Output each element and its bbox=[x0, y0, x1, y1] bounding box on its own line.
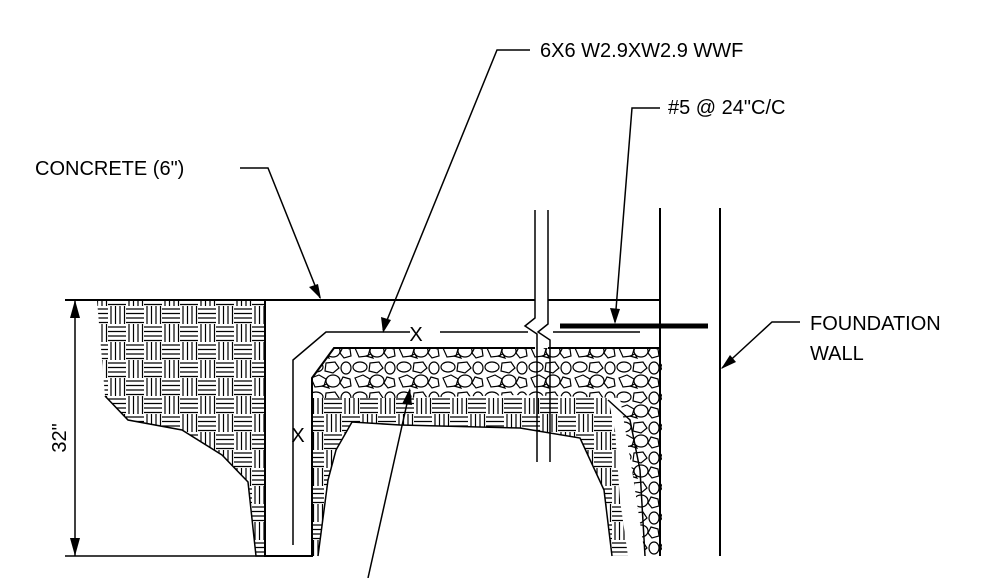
left-soil-hatch bbox=[97, 300, 265, 556]
gravel-bed bbox=[312, 348, 662, 556]
concrete-leader-arrow bbox=[309, 284, 321, 299]
dim-arrow-top bbox=[70, 300, 80, 318]
concrete-leader bbox=[240, 167, 321, 299]
under-soil-cut-line bbox=[317, 421, 613, 557]
break-line-left bbox=[523, 210, 538, 462]
foundation-wall-label-line1: FOUNDATION bbox=[810, 313, 941, 335]
slab-thickened-edge bbox=[264, 300, 535, 557]
wwf-mesh-line bbox=[292, 331, 410, 545]
rebar-label: #5 @ 24"C/C bbox=[668, 97, 785, 119]
rebar-leader-arrow bbox=[610, 308, 620, 324]
under-soil-hatch bbox=[312, 398, 628, 556]
break-line-right bbox=[536, 210, 551, 462]
wwf-label: 6X6 W2.9XW2.9 WWF bbox=[540, 40, 743, 62]
foundation-wall-label-line2: WALL bbox=[810, 343, 864, 365]
gravel-leader bbox=[367, 389, 411, 578]
mesh-x-mark-top: X bbox=[409, 324, 422, 346]
gravel-edge-right bbox=[607, 399, 646, 557]
foundation-leader bbox=[721, 321, 800, 369]
gravel-leader-arrow bbox=[402, 388, 412, 405]
wwf-leader-arrow bbox=[381, 317, 391, 333]
dim-arrow-bottom bbox=[70, 538, 80, 556]
mesh-x-mark-side: X bbox=[291, 425, 304, 447]
concrete-label: CONCRETE (6") bbox=[35, 158, 184, 180]
rebar-leader bbox=[614, 107, 660, 323]
foundation-leader-arrow bbox=[721, 355, 736, 369]
wwf-leader bbox=[382, 49, 530, 331]
dimension-label: 32" bbox=[49, 423, 71, 452]
